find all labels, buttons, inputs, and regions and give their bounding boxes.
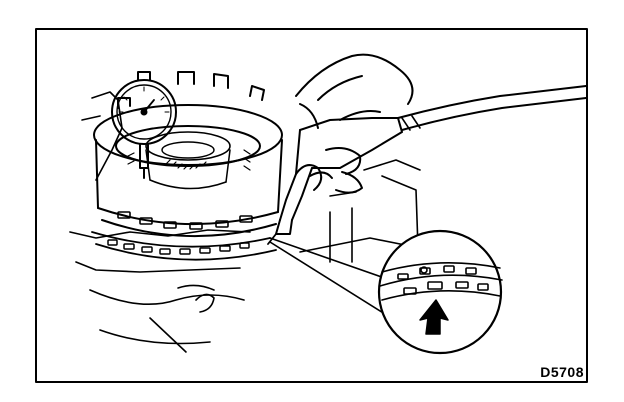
- arrow-up-icon: [419, 299, 449, 335]
- detail-callout: [377, 229, 503, 355]
- callout-leader-lines: [269, 237, 397, 317]
- figure-frame: [35, 28, 588, 383]
- lower-ring: [91, 231, 277, 261]
- hand-with-air-gun: [267, 53, 587, 245]
- figure-code: D5708: [539, 364, 585, 380]
- transmission-case: [69, 91, 431, 353]
- dial-indicator: [111, 71, 177, 179]
- clutch-drum: [93, 71, 283, 237]
